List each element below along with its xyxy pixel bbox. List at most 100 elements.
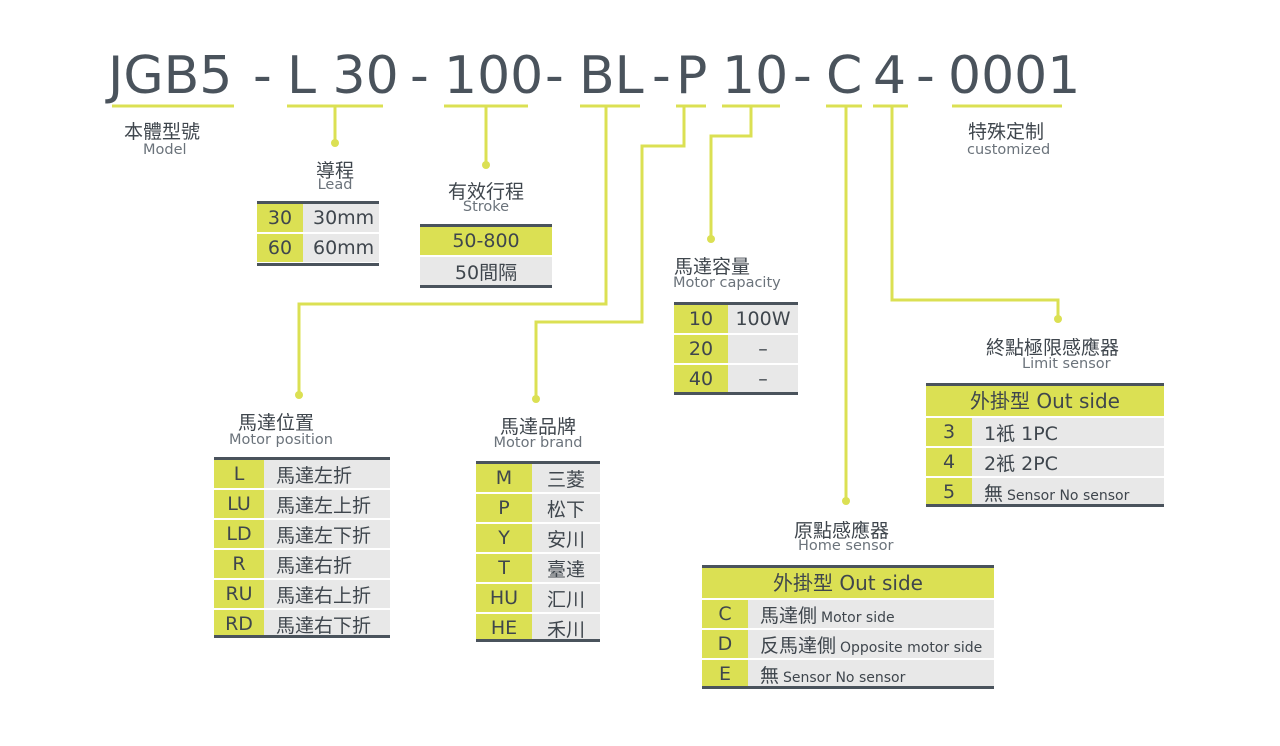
code-stroke: 100 <box>444 46 544 106</box>
position-value: 馬達左折 <box>264 460 390 490</box>
model-label-zh: 本體型號 <box>124 121 201 143</box>
position-value: 馬達右下折 <box>264 609 390 640</box>
position-label-en: Motor position <box>229 432 333 448</box>
table-row: 60 60mm <box>257 233 379 264</box>
limit-code: 4 <box>926 447 972 478</box>
limit-code: 5 <box>926 477 972 508</box>
capacity-code: 10 <box>674 305 728 335</box>
position-code: L <box>214 460 264 490</box>
capacity-code: 40 <box>674 364 728 395</box>
brand-code: T <box>476 553 532 584</box>
capacity-label-zh: 馬達容量 <box>674 256 751 278</box>
brand-code: Y <box>476 523 532 554</box>
custom-label-zh: 特殊定制 <box>968 121 1045 143</box>
lead-value: 30mm <box>303 204 379 234</box>
limit-table-topline <box>926 383 1164 386</box>
brand-code: HU <box>476 583 532 614</box>
table-row: 30 30mm <box>257 204 379 234</box>
code-home: C <box>826 46 863 106</box>
home-table-topline <box>702 565 994 568</box>
home-table-header: 外掛型 Out side <box>702 568 994 598</box>
home-table-bottomline <box>702 686 994 689</box>
position-table-topline <box>214 457 390 460</box>
position-table-bottomline <box>214 635 390 638</box>
capacity-value: 100W <box>728 305 798 335</box>
capacity-table-bottomline <box>674 392 798 395</box>
brand-table-topline <box>476 461 600 464</box>
position-value: 馬達右上折 <box>264 579 390 610</box>
brand-value: 安川 <box>532 523 600 554</box>
code-capacity: 10 <box>722 46 789 106</box>
limit-value: 1衹 1PC <box>972 418 1164 448</box>
code-brand: P <box>676 46 708 106</box>
capacity-table-topline <box>674 302 798 305</box>
capacity-value: – <box>728 364 798 395</box>
limit-label-en: Limit sensor <box>1022 356 1111 372</box>
code-dash: - <box>410 46 429 106</box>
lead-label-en: Lead <box>317 177 353 193</box>
code-dash: - <box>253 46 272 106</box>
stroke-interval: 50間隔 <box>420 256 552 287</box>
position-value: 馬達左上折 <box>264 489 390 520</box>
brand-value: 臺達 <box>532 553 600 584</box>
code-dash: - <box>916 46 935 106</box>
code-position: BL <box>579 46 644 106</box>
brand-code: P <box>476 493 532 524</box>
lead-label-zh: 導程 <box>315 160 354 182</box>
position-label-zh: 馬達位置 <box>238 412 315 434</box>
brand-code: M <box>476 464 532 494</box>
lead-table-topline <box>257 201 379 204</box>
brand-value: 松下 <box>532 493 600 524</box>
position-code: LD <box>214 519 264 550</box>
brand-value: 三菱 <box>532 464 600 494</box>
home-code: D <box>702 629 748 660</box>
table-row: 10 100W <box>674 305 798 335</box>
lead-table-bottomline <box>257 263 379 266</box>
lead-value: 60mm <box>303 233 379 264</box>
model-label-en: Model <box>143 142 187 158</box>
limit-table-bottomline <box>926 504 1164 507</box>
stroke-label-en: Stroke <box>462 199 510 215</box>
home-label-zh: 原點感應器 <box>794 520 890 542</box>
custom-label-en: customized <box>967 142 1051 158</box>
home-label-en: Home sensor <box>798 538 894 554</box>
capacity-code: 20 <box>674 334 728 365</box>
code-dash: - <box>652 46 671 106</box>
table-row: 20 – <box>674 334 798 365</box>
stroke-range: 50-800 <box>420 227 552 257</box>
table-row: 40 – <box>674 364 798 395</box>
lead-code: 60 <box>257 233 303 264</box>
table-row: 50-800 <box>420 227 552 257</box>
brand-label-zh: 馬達品牌 <box>499 416 576 438</box>
lead-table: 30 30mm 60 60mm <box>257 204 379 264</box>
limit-code: 3 <box>926 418 972 448</box>
stroke-label-zh: 有效行程 <box>447 181 524 203</box>
stroke-table: 50-800 50間隔 <box>420 227 552 287</box>
code-limit: 4 <box>873 46 907 106</box>
stroke-table-topline <box>420 224 552 227</box>
code-lead: L 30 <box>287 46 399 106</box>
position-value: 馬達右折 <box>264 549 390 580</box>
